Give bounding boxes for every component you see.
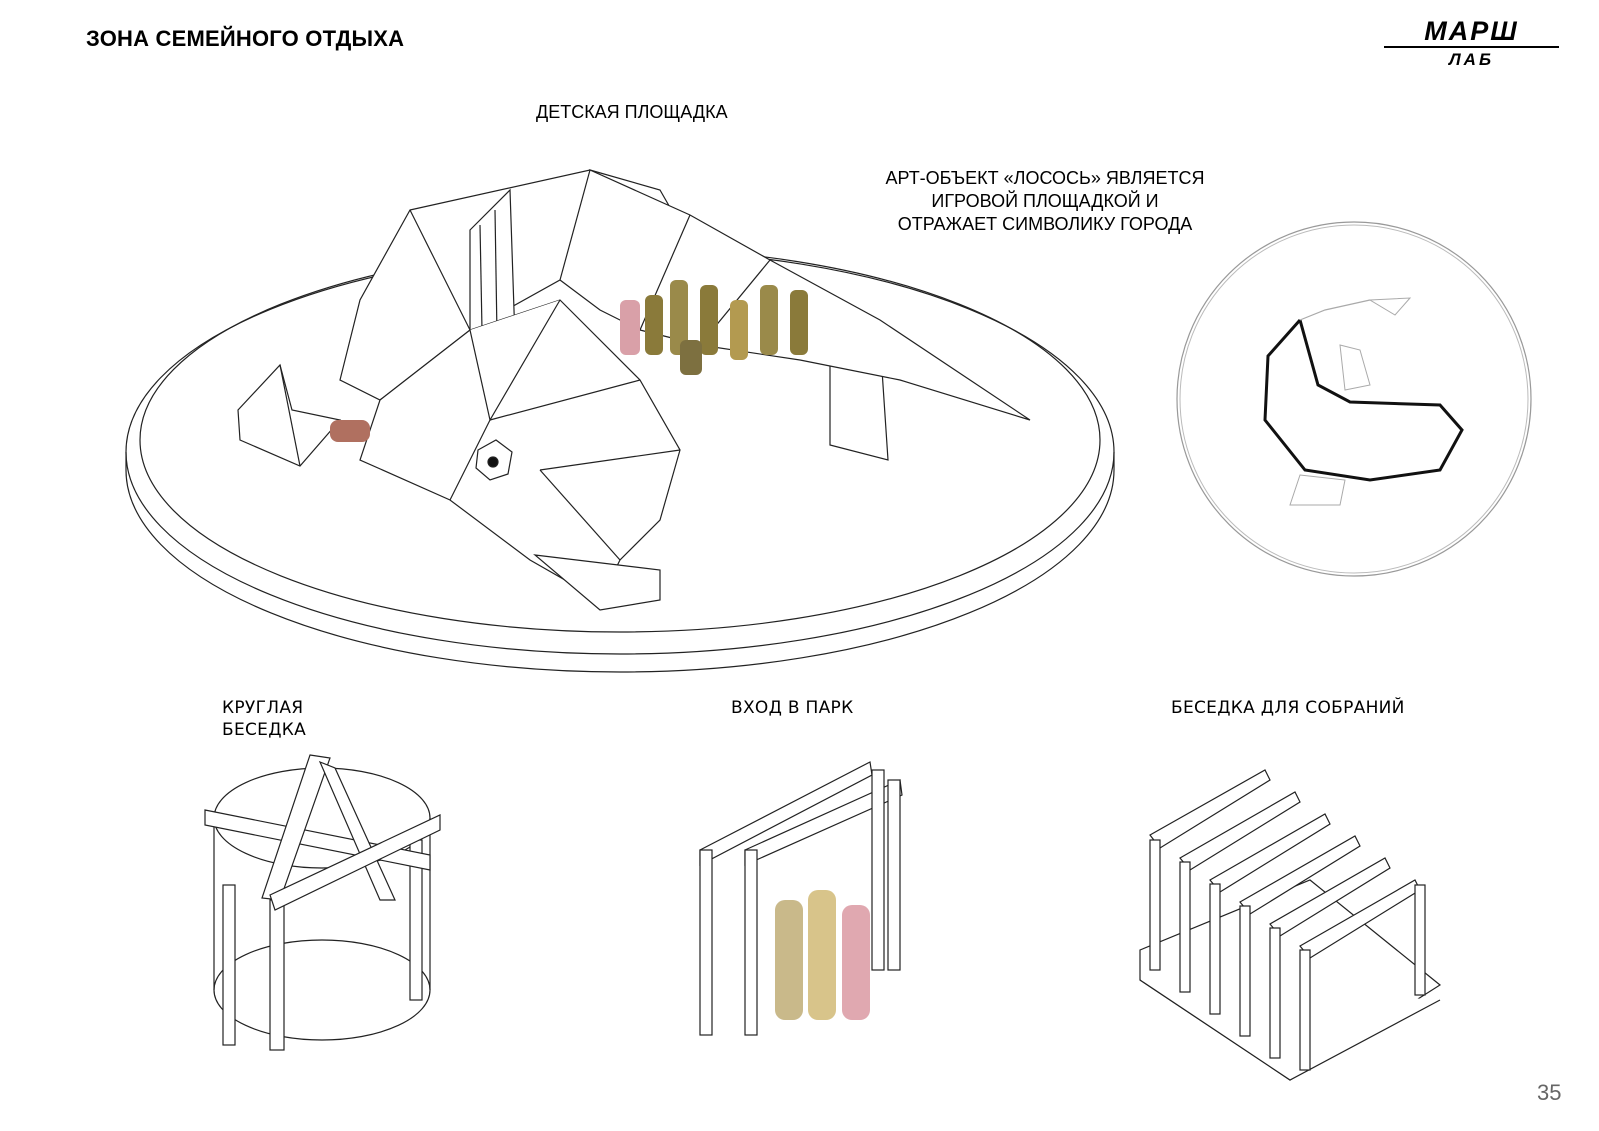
page-number: 35: [1537, 1080, 1562, 1105]
round-gazebo-drawing: [204, 754, 441, 1051]
salmon-art-object: [237, 169, 1031, 611]
meeting-gazebo-label: БЕСЕДКА ДЛЯ СОБРАНИЙ: [1171, 698, 1405, 718]
round-gazebo-label-line2: БЕСЕДКА: [222, 720, 307, 740]
park-entrance-drawing: [699, 761, 903, 1036]
logo-rule: [1384, 46, 1559, 48]
salmon-description: АРТ-ОБЪЕКТ «ЛОСОСЬ» ЯВЛЯЕТСЯ ИГРОВОЙ ПЛО…: [885, 168, 1205, 234]
logo-bottom: ЛАБ: [1449, 50, 1494, 69]
logo-top: МАРШ: [1424, 16, 1519, 46]
women-group: [775, 890, 870, 1020]
page-title: ЗОНА СЕМЕЙНОГО ОТДЫХА: [86, 26, 405, 51]
meeting-gazebo-drawing: [1139, 769, 1442, 1081]
playground-label: ДЕТСКАЯ ПЛОЩАДКА: [536, 102, 728, 122]
children-group: [330, 280, 808, 442]
logo: МАРШ ЛАБ: [1384, 14, 1559, 74]
round-gazebo-label: КРУГЛАЯ БЕСЕДКА: [222, 697, 306, 741]
park-entrance-label: ВХОД В ПАРК: [731, 698, 854, 718]
meeting-frames: [1149, 769, 1426, 1071]
round-gazebo-label-line1: КРУГЛАЯ: [222, 698, 304, 718]
salmon-plan-scheme: [1176, 221, 1532, 577]
